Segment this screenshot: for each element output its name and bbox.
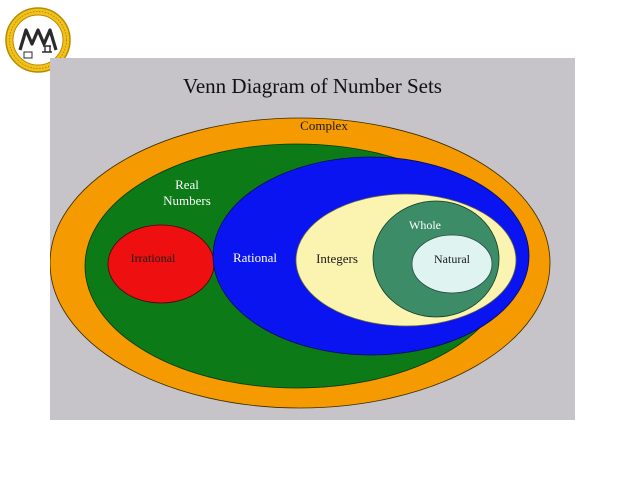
natural-set [411,234,493,294]
integers-label: Integers [316,251,358,266]
irrational-label: Irrational [131,251,176,265]
complex-label: Complex [300,118,348,133]
real-label-line2: Numbers [163,193,211,208]
natural-label: Natural [434,252,471,266]
whole-label: Whole [409,218,441,232]
school-seal-icon [5,7,71,73]
rational-label: Rational [233,250,277,265]
real-label-line1: Real [175,177,199,192]
venn-diagram: Complex Real Numbers Irrational Rational… [50,58,575,420]
diagram-title: Venn Diagram of Number Sets [183,74,442,98]
